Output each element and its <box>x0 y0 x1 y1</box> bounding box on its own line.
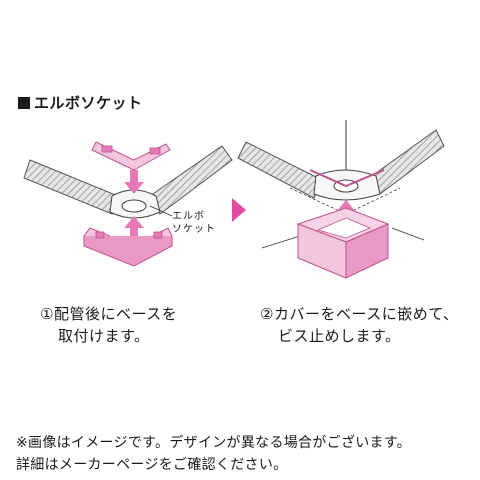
arrow-down-icon <box>124 170 144 194</box>
pink-top-part <box>91 141 171 171</box>
step2-illustration <box>237 120 445 279</box>
step1-line1: ①配管後にベースを <box>40 305 178 323</box>
disclaimer-note: ※画像はイメージです。デザインが異なる場合がございます。 詳細はメーカーページを… <box>16 432 411 476</box>
pink-cover <box>296 207 390 279</box>
step1-line2: 取付けます。 <box>58 327 150 345</box>
note-line1: ※画像はイメージです。デザインが異なる場合がございます。 <box>16 435 412 451</box>
pink-base <box>83 227 173 267</box>
installation-diagram <box>23 120 445 279</box>
step1-caption: ①配管後にベースを 取付けます。 <box>40 303 177 347</box>
duct-pipe-right <box>149 145 233 215</box>
duct-pipe-right-2 <box>371 129 445 195</box>
elbow-socket <box>109 189 161 219</box>
step2-line1: ②カバーをベースに嵌めて、 <box>260 305 459 323</box>
duct-pipe-left-2 <box>237 141 323 199</box>
duct-pipe-left <box>23 159 119 215</box>
callout-leader-line <box>149 205 173 217</box>
elbow-socket-callout: エルボ ソケット <box>172 210 216 236</box>
next-step-arrow-icon <box>232 198 246 222</box>
step1-illustration <box>23 141 233 267</box>
arrow-up-icon <box>124 216 144 240</box>
section-title-text: エルボソケット <box>34 94 143 112</box>
square-bullet-icon <box>18 96 30 109</box>
note-line2: 詳細はメーカーページをご確認ください。 <box>16 457 288 473</box>
step2-line2: ビス止めします。 <box>278 327 401 345</box>
step2-caption: ②カバーをベースに嵌めて、 ビス止めします。 <box>260 303 458 347</box>
callout-line-1: エルボ <box>172 211 205 222</box>
section-title: エルボソケット <box>18 92 143 113</box>
elbow-socket-mounted <box>309 169 385 201</box>
callout-line-2: ソケット <box>172 224 216 235</box>
